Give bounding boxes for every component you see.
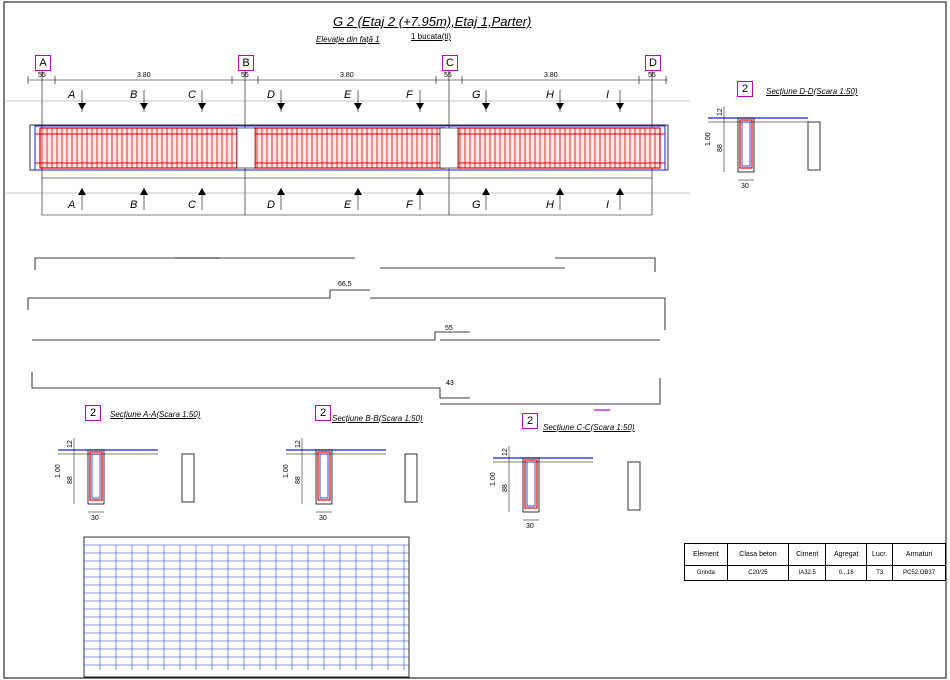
section-cut-markers: A B C D E F G H I A B C D E F G H I	[67, 89, 624, 211]
section-cut-top-i: I	[606, 89, 609, 101]
bar-dim-55: 55	[445, 325, 453, 332]
section-tag-d: 2	[737, 81, 753, 97]
section-title-b: Secțiune B-B(Scara 1:50)	[332, 414, 423, 423]
bar-dim-43: 43	[446, 380, 454, 387]
bar-dim-66: 66.5	[338, 281, 352, 288]
span-dim-2: 3.80	[137, 72, 151, 79]
section-tag-c: 2	[522, 413, 538, 429]
spec-header-cement: Ciment	[788, 543, 827, 566]
spec-value-rebar: PC52,OB37	[892, 565, 946, 581]
spec-value-concrete: C20/25	[726, 565, 790, 581]
elevation-subtitle: Elevație din față 1	[316, 35, 380, 44]
section-cut-top-g: G	[472, 89, 481, 101]
section-cut-bottom-h: H	[546, 199, 554, 211]
axis-tag-c: C	[442, 55, 458, 71]
cross-section-0: 1.00 12 88 30	[55, 438, 195, 522]
cross-section-2: 1.00 12 88 30	[490, 446, 641, 530]
span-dim-4: 3.80	[340, 72, 354, 79]
section-height-dim: 1.00	[283, 464, 290, 478]
section-cut-top-c: C	[188, 89, 196, 101]
span-dim-6: 3.80	[544, 72, 558, 79]
section-tag-a: 2	[85, 405, 101, 421]
section-width-dim: 30	[526, 523, 534, 530]
steel-schedule-table	[83, 536, 410, 678]
section-cut-bottom-d: D	[267, 199, 275, 211]
section-cut-bottom-f: F	[406, 199, 414, 211]
sheet-border	[3, 1, 947, 679]
section-title-c: Secțiune C-C(Scara 1:50)	[543, 423, 635, 432]
section-cut-top-b: B	[130, 89, 137, 101]
spec-header-rebar: Armaturi	[892, 543, 946, 566]
span-dim-1: 55	[38, 72, 46, 79]
section-cut-top-h: H	[546, 89, 554, 101]
section-height-dim: 1.00	[705, 132, 712, 146]
section-inner-dim: 88	[67, 476, 74, 484]
section-top-dim: 12	[502, 448, 509, 456]
stirrup-spacing-line	[42, 177, 652, 216]
section-cut-top-f: F	[406, 89, 414, 101]
top-dimension-chain	[27, 76, 668, 84]
section-cut-bottom-i: I	[606, 199, 609, 211]
section-cut-top-e: E	[344, 89, 352, 101]
quantity-label: 1 bucata(ti)	[411, 32, 452, 41]
span-dim-7: 55	[648, 72, 656, 79]
axis-tag-d: D	[645, 55, 661, 71]
section-height-dim: 1.00	[490, 472, 497, 486]
specification-table: Element Clasa beton Ciment Agregat Lucr.…	[684, 543, 946, 581]
section-width-dim: 30	[319, 515, 327, 522]
section-width-dim: 30	[741, 183, 749, 190]
spec-header-workability: Lucr.	[866, 543, 894, 566]
spec-header-aggregate: Agregat	[825, 543, 868, 566]
spec-value-workability: T3	[866, 565, 894, 581]
rebar-details	[27, 257, 666, 405]
section-top-dim: 12	[295, 440, 302, 448]
section-top-dim: 12	[67, 440, 74, 448]
section-inner-dim: 88	[295, 476, 302, 484]
cross-section-1: 1.00 12 88 30	[283, 438, 418, 522]
section-cut-bottom-c: C	[188, 199, 196, 211]
spec-value-aggregate: 0...16	[825, 565, 868, 581]
spec-value-element: Grinda	[684, 565, 728, 581]
section-cut-bottom-e: E	[344, 199, 352, 211]
beam-elevation	[29, 124, 669, 171]
section-title-d: Secțiune D-D(Scara 1:50)	[766, 87, 858, 96]
section-inner-dim: 88	[502, 484, 509, 492]
axis-tag-b: B	[238, 55, 254, 71]
section-width-dim: 30	[91, 515, 99, 522]
section-height-dim: 1.00	[55, 464, 62, 478]
drawing-title: G 2 (Etaj 2 (+7.95m),Etaj 1,Parter)	[333, 14, 532, 29]
span-dim-3: 55	[241, 72, 249, 79]
section-cut-bottom-g: G	[472, 199, 481, 211]
spec-value-cement: IA32.5	[788, 565, 827, 581]
axis-tag-a: A	[35, 55, 51, 71]
section-cut-top-d: D	[267, 89, 275, 101]
span-dim-5: 55	[444, 72, 452, 79]
spec-header-concrete: Clasa beton	[726, 543, 790, 566]
section-cut-bottom-b: B	[130, 199, 137, 211]
section-cut-bottom-a: A	[67, 199, 75, 211]
section-cut-top-a: A	[67, 89, 75, 101]
section-title-a: Secțiune A-A(Scara 1:50)	[110, 410, 201, 419]
section-tag-b: 2	[315, 405, 331, 421]
spec-header-element: Element	[684, 543, 728, 566]
section-inner-dim: 88	[717, 144, 724, 152]
cross-section-3: 1.00 12 88 30	[705, 106, 821, 190]
section-top-dim: 12	[717, 108, 724, 116]
